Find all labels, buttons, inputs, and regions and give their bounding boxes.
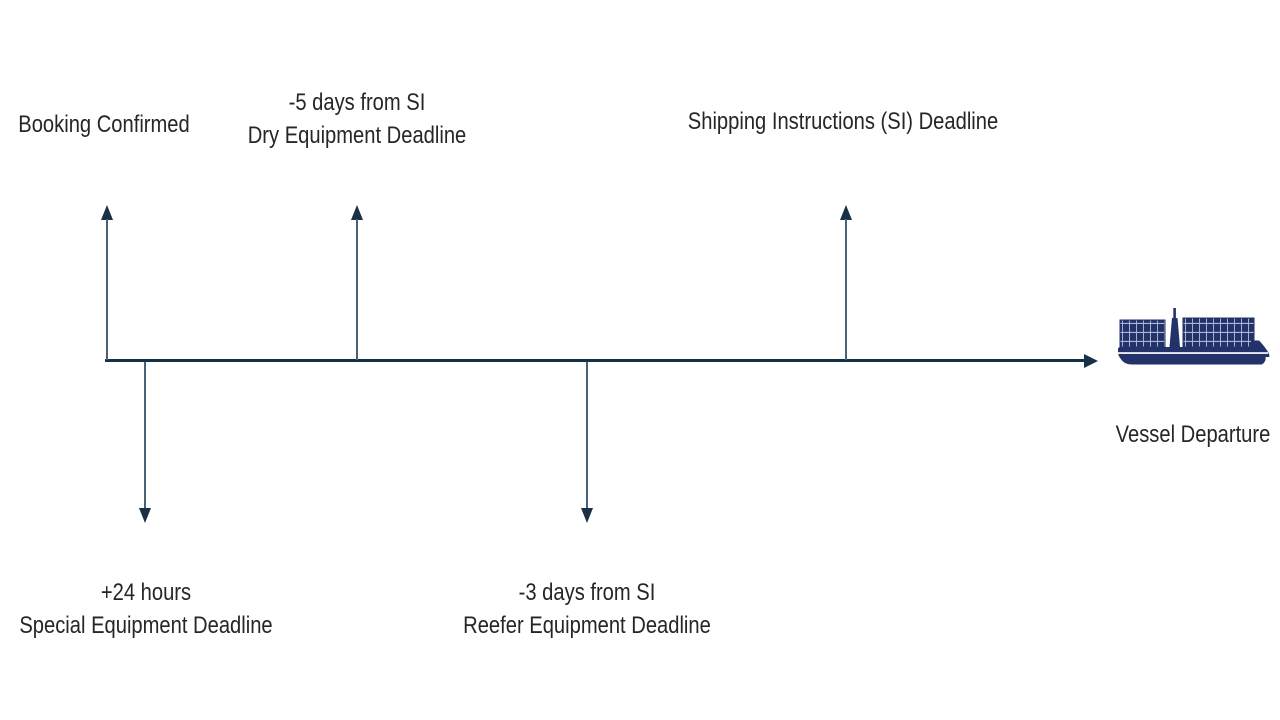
milestone-label: -5 days from SI Dry Equipment Deadline [248,86,467,152]
milestone-label-line: +24 hours [100,579,192,606]
up-arrow-stem [845,219,847,360]
milestone-label-line: Vessel Departure [1115,421,1271,448]
milestone-label-line: Dry Equipment Deadline [247,122,467,149]
timeline-axis [105,359,1085,362]
down-arrow-stem [144,362,146,509]
milestone-label: -3 days from SI Reefer Equipment Deadlin… [463,576,711,642]
up-arrow-stem [106,219,108,360]
milestone-label-line: Special Equipment Deadline [19,612,273,639]
milestone-label-line: Booking Confirmed [18,111,190,138]
vessel-departure-label: Vessel Departure [1116,418,1271,451]
up-arrow-icon [840,205,852,220]
timeline-axis-arrowhead-icon [1084,354,1098,368]
milestone-label-line: -3 days from SI [518,579,656,606]
milestone-label-line: Shipping Instructions (SI) Deadline [687,108,999,135]
up-arrow-stem [356,219,358,360]
milestone-label: +24 hours Special Equipment Deadline [19,576,272,642]
down-arrow-icon [139,508,151,523]
down-arrow-icon [581,508,593,523]
milestone-label-line: Reefer Equipment Deadline [463,612,711,639]
milestone-label: Shipping Instructions (SI) Deadline [688,105,998,138]
milestone-label-line: -5 days from SI [288,89,426,116]
up-arrow-icon [101,205,113,220]
milestone-label: Booking Confirmed [18,108,189,141]
up-arrow-icon [351,205,363,220]
down-arrow-stem [586,362,588,509]
container-ship-icon [1118,308,1270,365]
